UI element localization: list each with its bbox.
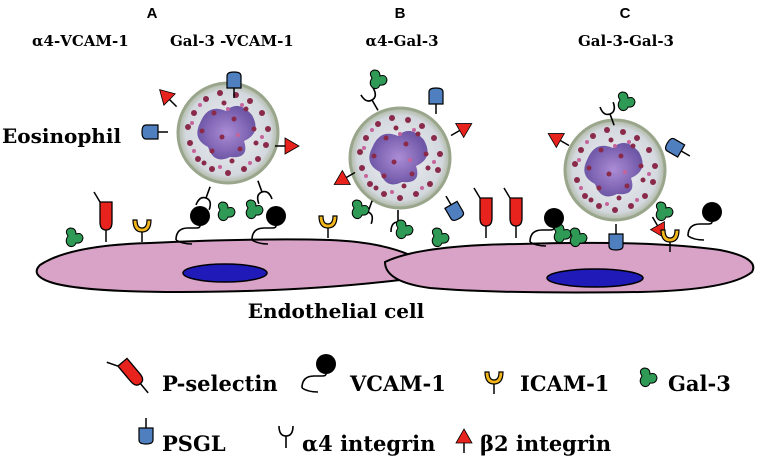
legend-label-psgl: PSGL xyxy=(162,431,226,456)
vcam-1-marker xyxy=(687,201,723,241)
panel-b-letter: B xyxy=(395,5,406,22)
psgl-marker xyxy=(141,124,169,140)
psgl-marker xyxy=(428,87,444,115)
legend-label-alpha4-integrin: α4 integrin xyxy=(302,431,435,456)
p-selectin-marker xyxy=(473,187,493,239)
gal-3-marker xyxy=(65,227,84,248)
gal-3-marker xyxy=(351,199,370,220)
eosinophil-a xyxy=(176,81,280,185)
p-selectin-marker xyxy=(93,191,113,243)
gal-3-marker xyxy=(617,91,636,112)
beta2-integrin-icon xyxy=(455,428,473,454)
psgl-marker xyxy=(439,191,466,223)
gal-3-marker xyxy=(395,219,414,240)
p-selectin-marker xyxy=(503,187,523,239)
eosinophil-label: Eosinophil xyxy=(2,124,121,148)
panel-a-letter: A xyxy=(147,5,158,22)
beta2-integrin-marker xyxy=(446,115,477,144)
panel-a-label-2: Gal-3 -VCAM-1 xyxy=(170,32,294,50)
legend-label-beta2-integrin: β2 integrin xyxy=(480,431,611,456)
psgl-icon xyxy=(138,417,154,445)
legend-label-gal-3: Gal-3 xyxy=(668,371,731,396)
gal-3-icon xyxy=(639,367,658,388)
icam-1-marker xyxy=(318,215,338,239)
legend: P-selectin VCAM-1 ICAM-1 Gal-3 PSGL α4 i… xyxy=(106,349,731,456)
alpha4-integrin-marker xyxy=(250,177,273,205)
endothelial-cell-label: Endothelial cell xyxy=(248,299,425,323)
panel-a-label-1: α4-VCAM-1 xyxy=(32,32,129,50)
alpha4-integrin-marker xyxy=(360,87,385,115)
panel-c-label: Gal-3-Gal-3 xyxy=(578,32,674,50)
beta2-integrin-marker xyxy=(153,83,184,114)
panel-b-label: α4-Gal-3 xyxy=(365,32,438,50)
gal-3-marker xyxy=(217,201,236,222)
icam-1-icon xyxy=(484,371,504,395)
legend-label-icam-1: ICAM-1 xyxy=(520,371,609,396)
vcam-1-icon xyxy=(301,353,337,393)
psgl-marker xyxy=(663,136,695,163)
gal-3-marker xyxy=(431,227,450,248)
gal-3-marker xyxy=(245,199,264,220)
alpha4-integrin-icon xyxy=(278,425,294,449)
icam-1-marker xyxy=(132,219,152,243)
gal-3-marker xyxy=(655,201,674,222)
legend-label-p-selectin: P-selectin xyxy=(162,371,278,396)
endothelial-cell-right xyxy=(383,241,755,294)
eosinophil-b xyxy=(348,106,452,210)
panel-c-letter: C xyxy=(620,5,631,22)
alpha4-integrin-marker xyxy=(195,183,218,211)
vcam-1-marker xyxy=(175,205,211,245)
endothelial-cell-left xyxy=(35,238,424,294)
psgl-marker xyxy=(608,223,624,251)
gal-3-marker xyxy=(369,69,388,90)
legend-label-vcam-1: VCAM-1 xyxy=(349,371,446,396)
eosinophil-c xyxy=(563,118,667,222)
p-selectin-icon xyxy=(106,349,154,402)
